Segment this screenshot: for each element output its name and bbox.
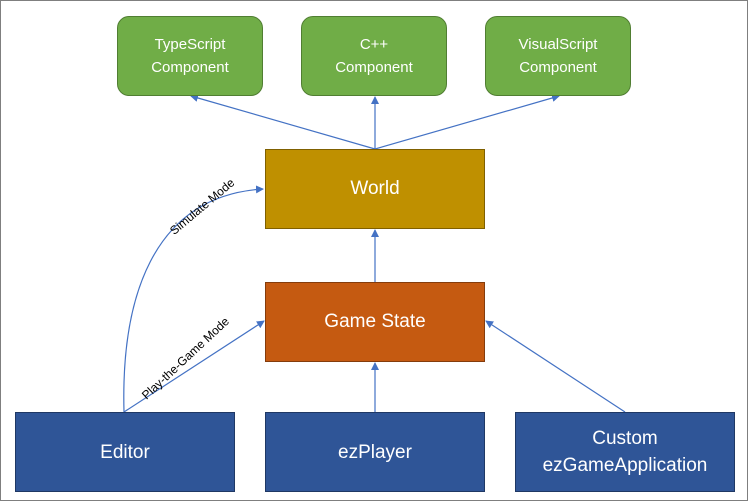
custom-ezgameapplication-box: Custom ezGameApplication [515,412,735,492]
game-state-box: Game State [265,282,485,362]
typescript-component-box: TypeScript Component [117,16,263,96]
world-box: World [265,149,485,229]
editor-box: Editor [15,412,235,492]
arrow-custom-to-gamestate [485,320,626,413]
arrow-world-to-typescript [190,94,376,150]
cpp-component-box: C++ Component [301,16,447,96]
ezplayer-box: ezPlayer [265,412,485,492]
arrow-world-to-visualscript [374,94,560,150]
arrow-editor-to-world [123,185,264,413]
arrow-editor-to-gamestate [123,320,265,413]
visualscript-component-box: VisualScript Component [485,16,631,96]
